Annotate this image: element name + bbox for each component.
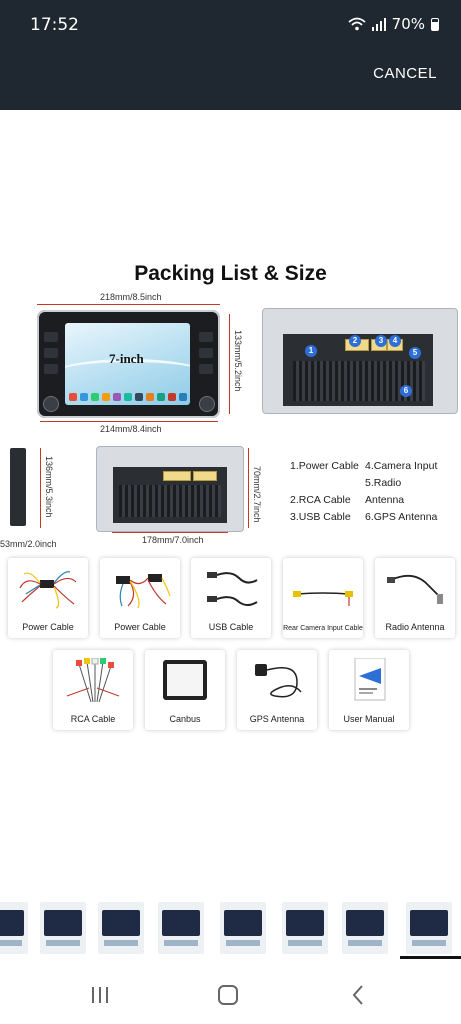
manual-icon: [354, 658, 386, 701]
accessory-user-manual: User Manual: [329, 650, 409, 730]
power-cable-icon: [19, 571, 77, 609]
accessory-label: Radio Antenna: [385, 622, 445, 632]
dim-line-back-width: [112, 532, 228, 533]
radio-antenna-icon: [387, 574, 443, 604]
battery-percent: 70%: [391, 15, 425, 33]
canbus-icon: [163, 660, 207, 700]
dim-back-height: 70mm/2.7inch: [252, 466, 262, 523]
power-cable-icon: [116, 574, 171, 609]
accessory-canbus: Canbus: [145, 650, 225, 730]
dim-side-height: 136mm/5.3inch: [44, 456, 54, 518]
dim-line-side: [40, 448, 41, 528]
status-bar: 17:52 70% CANCEL: [0, 0, 461, 110]
head-unit-back-2: [96, 446, 244, 532]
head-unit-front: 7-inch: [37, 310, 220, 418]
accessory-label: USB Cable: [208, 622, 254, 632]
dim-line-back-height: [248, 448, 249, 528]
signal-icon: [371, 17, 386, 31]
accessory-power-cable: Power Cable: [8, 558, 88, 638]
screen-size-label: 7-inch: [109, 351, 144, 366]
accessory-label: Power Cable: [22, 622, 74, 632]
image-title: Packing List & Size: [134, 262, 327, 285]
dim-bottom-width: 214mm/8.4inch: [100, 424, 162, 434]
usb-cable-icon: [207, 572, 258, 606]
accessory-power-cable-2: Power Cable: [100, 558, 180, 638]
head-unit-back: 1 2 3 4 5 6: [262, 308, 458, 414]
dim-height: 133mm/5.2inch: [233, 330, 243, 392]
wifi-icon: [348, 17, 366, 31]
battery-icon: [431, 17, 439, 31]
port-number: 4: [389, 335, 401, 347]
thumbnail-selected[interactable]: [406, 902, 452, 954]
accessory-label: User Manual: [343, 714, 395, 724]
legend-row: 2.RCA Cable5.Radio Antenna: [290, 477, 405, 506]
gps-antenna-icon: [255, 664, 302, 698]
home-button[interactable]: [198, 975, 258, 1015]
thumbnail-strip: [0, 902, 461, 958]
port-number: 2: [349, 335, 361, 347]
rca-cable-icon: [66, 658, 120, 702]
back-icon: [352, 985, 363, 1005]
accessory-label: RCA Cable: [70, 714, 116, 724]
recents-icon: [92, 987, 108, 1003]
accessory-radio-antenna: Radio Antenna: [375, 558, 455, 638]
dim-line-top: [37, 304, 220, 305]
thumbnail[interactable]: [0, 902, 28, 954]
accessory-label: GPS Antenna: [249, 714, 305, 724]
accessory-rca-cable: RCA Cable: [53, 650, 133, 730]
cancel-button[interactable]: CANCEL: [373, 65, 437, 82]
thumbnail[interactable]: [158, 902, 204, 954]
dim-top-width: 218mm/8.5inch: [100, 292, 162, 302]
port-number: 6: [400, 385, 412, 397]
status-icons: 70%: [348, 15, 439, 33]
navigation-bar: [0, 965, 461, 1024]
port-number: 5: [409, 347, 421, 359]
dim-side-depth: 53mm/2.0inch: [0, 539, 57, 549]
dim-line-height: [229, 314, 230, 414]
thumbnail[interactable]: [342, 902, 388, 954]
thumbnail[interactable]: [220, 902, 266, 954]
accessory-label: Rear Camera Input Cable: [283, 625, 363, 632]
recents-button[interactable]: [70, 975, 130, 1015]
head-unit-screen: 7-inch: [65, 323, 190, 405]
thumbnail[interactable]: [40, 902, 86, 954]
status-time: 17:52: [30, 15, 79, 35]
camera-cable-icon: [293, 591, 353, 606]
dim-back-width: 178mm/7.0inch: [142, 535, 204, 545]
accessory-label: Power Cable: [114, 622, 166, 632]
dim-line-bottom: [40, 421, 218, 422]
accessory-gps-antenna: GPS Antenna: [237, 650, 317, 730]
accessory-label: Canbus: [169, 714, 201, 724]
head-unit-side: [10, 448, 26, 526]
thumbnail[interactable]: [282, 902, 328, 954]
home-icon: [218, 985, 238, 1005]
back-button[interactable]: [328, 975, 388, 1015]
port-number: 3: [375, 335, 387, 347]
accessory-rear-camera-cable: Rear Camera Input Cable: [283, 558, 363, 638]
accessory-usb-cable: USB Cable: [191, 558, 271, 638]
selected-indicator: [400, 956, 461, 959]
port-number: 1: [305, 345, 317, 357]
thumbnail[interactable]: [98, 902, 144, 954]
